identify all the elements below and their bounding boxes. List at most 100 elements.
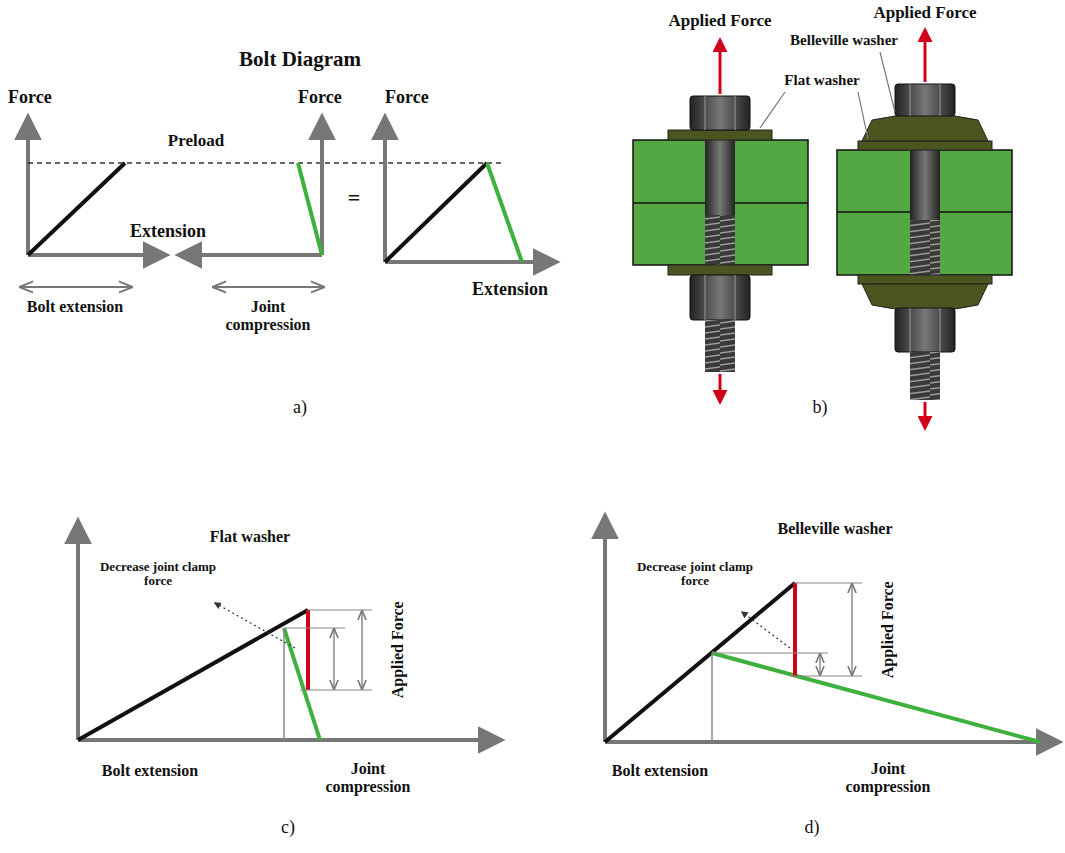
belleville-washer [862, 114, 988, 141]
flat-washer-joint-diagram [78, 522, 500, 740]
annotation: Decrease joint clamp force [98, 560, 218, 589]
preload-line [28, 162, 505, 164]
pointer-arrow [742, 612, 790, 648]
nut [690, 275, 750, 320]
force-axis [26, 118, 30, 255]
force-label: Applied Force [873, 4, 976, 23]
extension-axis [605, 740, 1058, 744]
dimension-arrow [819, 655, 821, 674]
dimension-label: Joint compression [213, 298, 323, 333]
axis-label: Bolt extension [102, 762, 198, 780]
force-axis [603, 517, 607, 742]
bolt-thread [910, 220, 940, 275]
axis-label: Joint compression [313, 760, 423, 795]
applied-force-arrow [719, 40, 722, 94]
bolt-thread [705, 215, 735, 265]
clamped-plates [633, 140, 808, 265]
extension-axis [28, 253, 165, 257]
panel-title: Bolt Diagram [239, 48, 361, 71]
panel-letter: d) [805, 818, 820, 838]
bracket-line [790, 675, 862, 676]
leader-line [880, 52, 895, 112]
applied-force-arrow [719, 374, 722, 402]
flat-washer [668, 130, 772, 140]
hex-edge [735, 275, 736, 320]
dimension-arrow [215, 286, 322, 288]
axis-label: Force [298, 88, 342, 108]
force-axis [320, 118, 324, 255]
joint-stiffness-line [487, 163, 522, 262]
dimension-arrow [22, 286, 130, 288]
preload-label: Preload [168, 132, 224, 151]
force-label: Applied Force [389, 601, 407, 698]
axis-label: Force [8, 88, 52, 108]
chart-title: Belleville washer [777, 520, 892, 538]
flat-washer [858, 275, 992, 284]
axis-label: Bolt extension [612, 762, 708, 780]
applied-force-line [306, 610, 310, 690]
bracket-line [300, 689, 372, 690]
bolt-stiffness-line [605, 583, 795, 742]
flat-washer [668, 265, 772, 275]
panel-letter: a) [293, 398, 307, 418]
bolt-head [690, 96, 750, 130]
bolt-stiffness-line [78, 610, 308, 740]
joint-stiffness-line [298, 163, 322, 255]
bracket-line [795, 582, 862, 583]
applied-force-line [793, 583, 797, 676]
extension-axis [385, 260, 555, 264]
leader-line [760, 92, 785, 128]
axis-label: Extension [130, 222, 206, 242]
equals-sign: = [348, 186, 361, 210]
applied-force-arrow [924, 402, 927, 428]
hex-edge [735, 96, 736, 130]
bolt-shank [705, 140, 735, 215]
axis-label: Force [385, 88, 429, 108]
bolt-diagram-panel [22, 118, 555, 287]
bolt-thread [705, 320, 735, 372]
hex-edge [705, 275, 706, 320]
bracket-line [284, 627, 345, 628]
force-axis [383, 118, 387, 262]
belleville-washer-assembly [760, 30, 1012, 428]
force-label: Applied Force [879, 581, 897, 678]
bolt-stiffness-line [385, 163, 487, 262]
dimension-arrow [851, 585, 853, 674]
bolt-stiffness-line [28, 163, 125, 255]
flat-washer-assembly [633, 40, 808, 402]
axis-label: Joint compression [833, 760, 943, 795]
hex-edge [940, 84, 941, 116]
hex-edge [705, 96, 706, 130]
pointer-arrow [215, 603, 295, 648]
extension-axis [78, 738, 500, 742]
force-axis [76, 522, 80, 740]
flat-washer [858, 141, 992, 150]
guide-line [283, 628, 285, 740]
chart-title: Flat washer [210, 528, 290, 546]
panel-letter: c) [281, 818, 295, 838]
hex-edge [910, 308, 911, 352]
annotation: Decrease joint clamp force [635, 560, 755, 589]
nut [895, 308, 955, 352]
guide-line [711, 653, 713, 742]
part-label: Belleville washer [790, 32, 898, 49]
force-label: Applied Force [668, 12, 771, 31]
leader-line [858, 92, 868, 139]
part-label: Flat washer [784, 72, 859, 89]
hex-edge [910, 84, 911, 116]
applied-force-arrow [924, 30, 927, 82]
axis-label: Extension [472, 280, 548, 300]
bolt-thread [910, 352, 940, 400]
bolt-shank [910, 150, 940, 220]
bolt-head [895, 84, 955, 116]
hex-edge [940, 308, 941, 352]
clamped-plates [837, 150, 1012, 275]
joint-stiffness-line [712, 653, 1040, 742]
dimension-label: Bolt extension [27, 298, 123, 316]
bracket-line [308, 609, 372, 610]
bracket-line [712, 652, 828, 653]
panel-letter: b) [813, 398, 828, 418]
belleville-washer-joint-diagram [605, 517, 1058, 742]
